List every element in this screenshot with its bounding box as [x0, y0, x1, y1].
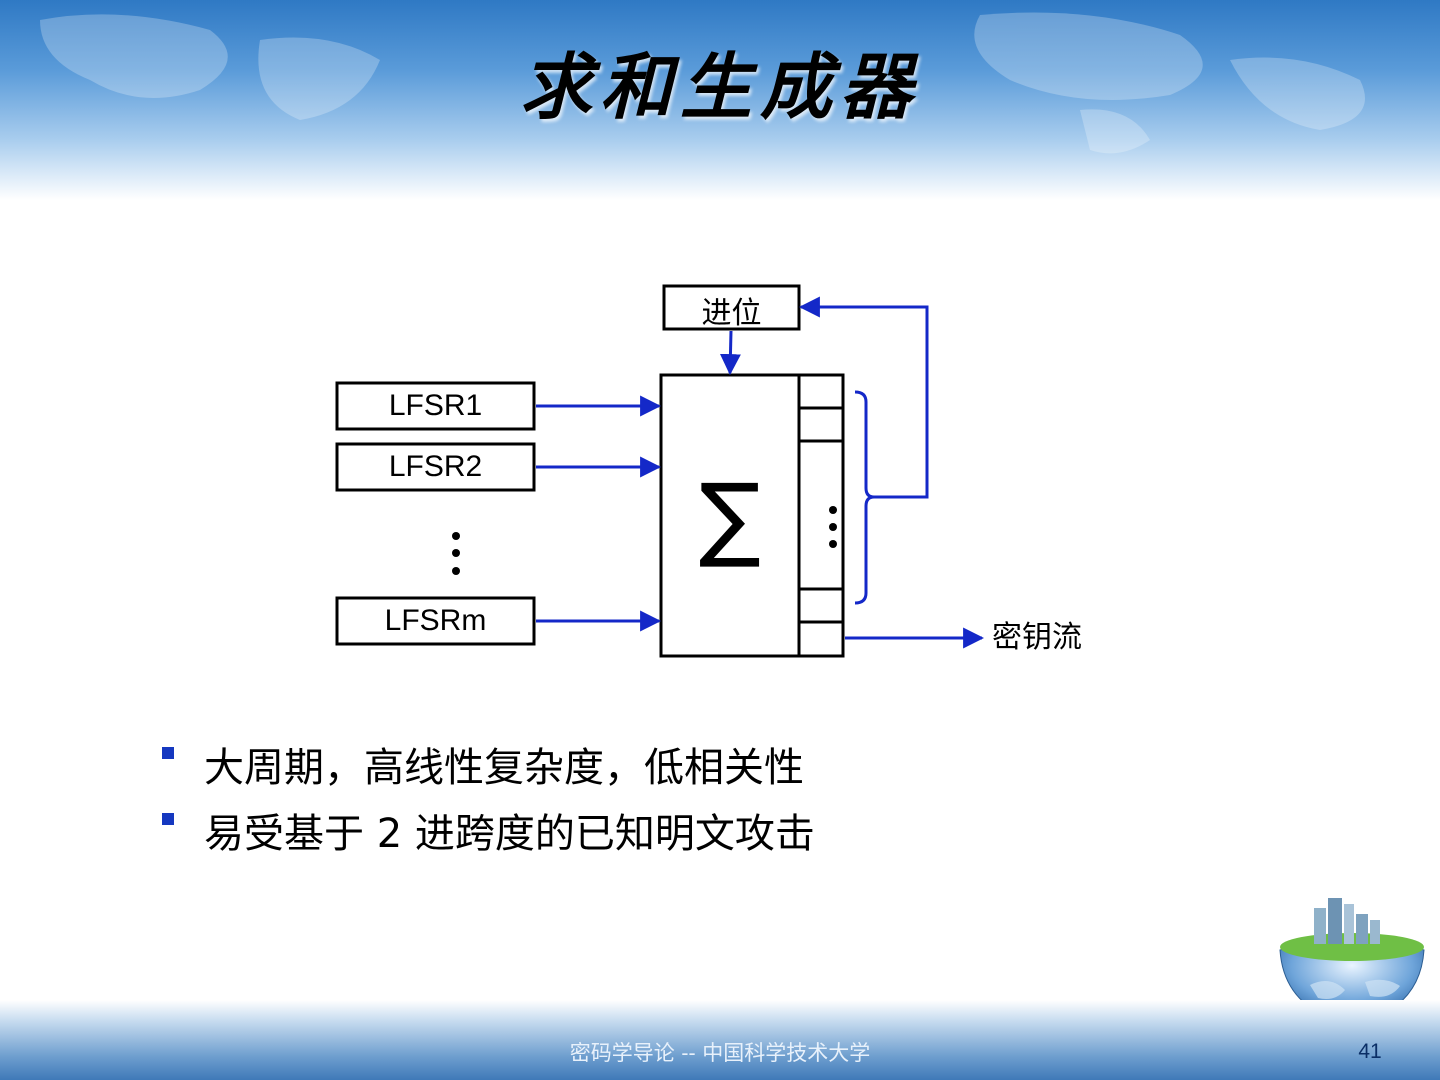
lfsrm-label: LFSRm [337, 604, 534, 638]
sum-symbol: ∑ [661, 468, 799, 568]
footer-text: 密码学导论 -- 中国科学技术大学 [0, 1037, 1440, 1067]
keystream-label: 密钥流 [992, 612, 1122, 656]
bullet-text: 大周期，高线性复杂度，低相关性 [204, 745, 804, 791]
carry-input-arrow [730, 331, 731, 373]
memory-brace [855, 392, 874, 603]
bullet-square-icon [162, 747, 174, 759]
lfsr-ellipsis [452, 532, 460, 575]
bullet-list: 大周期，高线性复杂度，低相关性 易受基于 2 进跨度的已知明文攻击 [160, 735, 815, 867]
bullet-text: 易受基于 2 进跨度的已知明文攻击 [204, 811, 815, 857]
lfsr1-label: LFSR1 [337, 389, 534, 423]
carry-label: 进位 [664, 288, 799, 332]
lfsr2-label: LFSR2 [337, 450, 534, 484]
bullet-item: 易受基于 2 进跨度的已知明文攻击 [160, 801, 815, 867]
bullet-square-icon [162, 813, 174, 825]
bullet-item: 大周期，高线性复杂度，低相关性 [160, 735, 815, 801]
memory-ellipsis [829, 506, 837, 548]
page-number: 41 [1340, 1040, 1400, 1064]
